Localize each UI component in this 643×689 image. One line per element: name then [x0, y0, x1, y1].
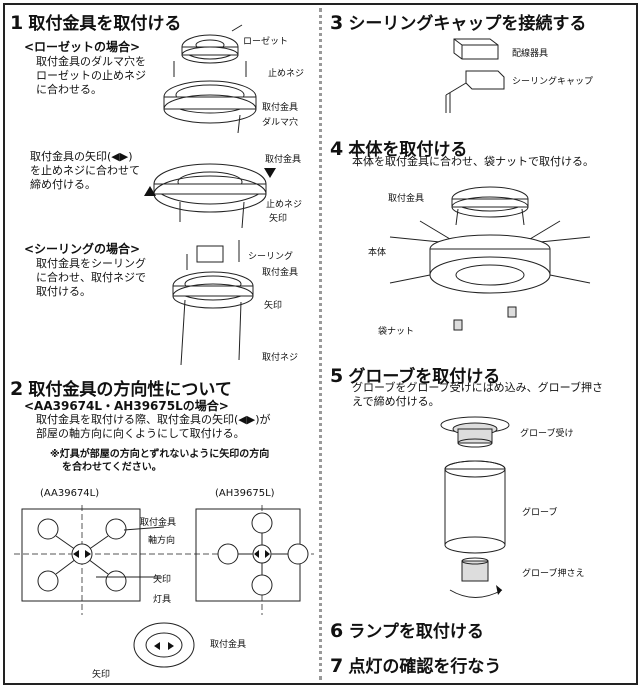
label-lamp: 灯具 [153, 595, 172, 605]
section-3-header: 3 シーリングキャップを接続する [330, 9, 586, 34]
rosette-diagram [163, 24, 257, 134]
label-cap-nut: 袋ナット [378, 327, 415, 337]
orientation-instructions: 取付金具を取付ける際、取付金具の矢印(◀▶)が 部屋の軸方向に向くようにして取付… [36, 413, 271, 440]
orientation-diagram [14, 505, 314, 668]
label-stop-screw: 止めネジ [268, 69, 305, 79]
section-5-title: グローブを取付ける [348, 367, 501, 387]
section-2-number: 2 [10, 378, 24, 400]
label-globe-presser: グローブ押さえ [522, 569, 585, 579]
section-4-number: 4 [330, 138, 344, 160]
label-bracket-2: 取付金具 [265, 155, 302, 165]
label-stop-screw-2: 止めネジ [266, 200, 303, 210]
body-mount-diagram [389, 186, 591, 331]
body-mount-instructions: 本体を取付金具に合わせ、袋ナットで取付ける。 [352, 155, 594, 168]
section-1-header: 1 取付金具を取付ける [10, 9, 181, 34]
section-2-header: 2 取付金具の方向性について [10, 375, 232, 400]
ceiling-instructions: 取付金具をシーリング に合わせ、取付ネジで 取付ける。 [36, 257, 146, 298]
label-bracket: 取付金具 [262, 103, 299, 113]
ceiling-cap-diagram [445, 38, 505, 113]
section-1-number: 1 [10, 12, 24, 34]
section-3-number: 3 [330, 12, 344, 34]
section-6-number: 6 [330, 620, 344, 642]
label-arrow-2-b: 矢印 [92, 670, 111, 680]
label-wiring-device: 配線器具 [512, 49, 549, 59]
model-b-label: (AH39675L) [215, 488, 275, 499]
section-1-title: 取付金具を取付ける [28, 14, 182, 34]
section-3-title: シーリングキャップを接続する [348, 14, 587, 34]
section-2-title: 取付金具の方向性について [28, 380, 232, 400]
rosette-instructions: 取付金具のダルマ穴を ローゼットの止めネジ に合わせる。 [36, 55, 146, 96]
label-mount-screw: 取付ネジ [262, 353, 299, 363]
section-4-title: 本体を取付ける [348, 140, 468, 160]
arrow-instructions: 取付金具の矢印(◀▶) を止めネジに合わせて 締め付ける。 [30, 150, 140, 191]
column-divider [319, 8, 322, 680]
label-bracket-4: 取付金具 [388, 194, 425, 204]
label-globe-receiver: グローブ受け [520, 429, 574, 439]
page-frame [3, 3, 638, 685]
label-arrow-2: 矢印 [264, 301, 283, 311]
label-ceiling: シーリング [248, 252, 294, 262]
section-6-header: 6 ランプを取付ける [330, 617, 484, 642]
section-4-header: 4 本体を取付ける [330, 135, 467, 160]
label-arrow-2-a: 矢印 [153, 575, 172, 585]
section-7-title: 点灯の確認を行なう [348, 657, 502, 677]
section-5-header: 5 グローブを取付ける [330, 362, 500, 387]
label-globe: グローブ [522, 508, 558, 518]
rosette-heading: <ローゼットの場合> [24, 40, 141, 54]
section-7-header: 7 点灯の確認を行なう [330, 652, 501, 677]
section-7-number: 7 [330, 655, 344, 677]
section-6-title: ランプを取付ける [348, 622, 484, 642]
label-bracket-3: 取付金具 [262, 268, 299, 278]
orientation-note: ※灯具が部屋の方向とずれないように矢印の方向 を合わせてください。 [50, 449, 270, 473]
globe-diagram [440, 416, 510, 598]
label-axis-direction: 軸方向 [148, 536, 176, 546]
section-5-number: 5 [330, 365, 344, 387]
label-bracket-2-a: 取付金具 [140, 518, 177, 528]
label-arrow: 矢印 [269, 214, 288, 224]
models-heading: <AA39674L・AH39675Lの場合> [24, 399, 229, 413]
label-body: 本体 [368, 248, 387, 258]
globe-instructions: グローブをグローブ受けにはめ込み、グローブ押さ えで締め付ける。 [352, 381, 604, 408]
ceiling-diagram [172, 240, 254, 366]
model-a-label: (AA39674L) [40, 488, 100, 499]
label-daruma-hole: ダルマ穴 [262, 118, 299, 128]
ceiling-heading: <シーリングの場合> [24, 242, 141, 256]
label-rosette: ローゼット [243, 37, 289, 47]
label-ceiling-cap: シーリングキャップ [512, 77, 594, 87]
bracket-rotation-diagram [144, 163, 276, 229]
label-bracket-2-b: 取付金具 [210, 640, 247, 650]
